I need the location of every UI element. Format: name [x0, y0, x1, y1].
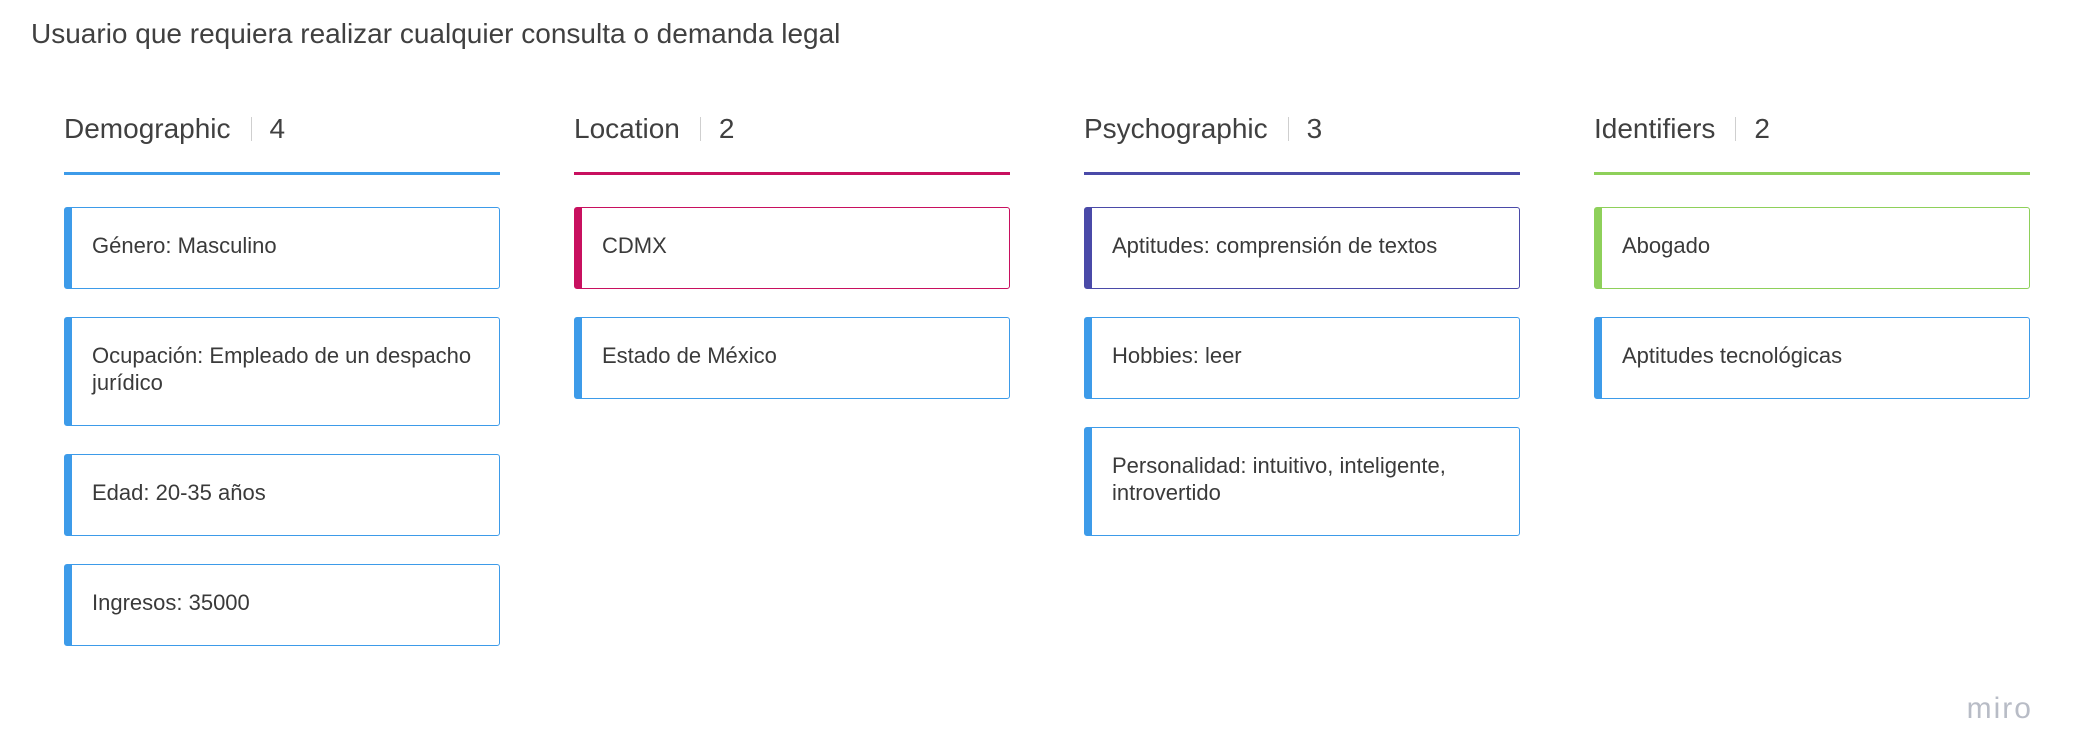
column-title: Location — [574, 113, 680, 144]
card-list: CDMX Estado de México — [574, 207, 1010, 399]
sticky-card[interactable]: Aptitudes tecnológicas — [1594, 317, 2030, 399]
sticky-card[interactable]: Edad: 20-35 años — [64, 454, 500, 536]
sticky-card[interactable]: Hobbies: leer — [1084, 317, 1520, 399]
column-header: Demographic 4 — [64, 108, 500, 150]
column-underline — [64, 172, 500, 175]
column-count: 3 — [1306, 113, 1323, 144]
column-header: Identifiers 2 — [1594, 108, 2030, 150]
column-location: Location 2 CDMX Estado de México — [574, 108, 1010, 427]
sticky-card[interactable]: CDMX — [574, 207, 1010, 289]
sticky-card[interactable]: Ingresos: 35000 — [64, 564, 500, 646]
column-title: Identifiers — [1594, 113, 1716, 144]
sticky-card[interactable]: Aptitudes: comprensión de textos — [1084, 207, 1520, 289]
column-header: Psychographic 3 — [1084, 108, 1520, 150]
miro-logo: miro — [1966, 692, 2033, 725]
column-underline — [1594, 172, 2030, 175]
column-underline — [1084, 172, 1520, 175]
sticky-card[interactable]: Estado de México — [574, 317, 1010, 399]
column-count: 2 — [718, 113, 735, 144]
sticky-card[interactable]: Personalidad: intuitivo, inteligente, in… — [1084, 427, 1520, 536]
column-header: Location 2 — [574, 108, 1010, 150]
card-list: Abogado Aptitudes tecnológicas — [1594, 207, 2030, 399]
column-count: 2 — [1754, 113, 1770, 144]
column-psychographic: Psychographic 3 Aptitudes: comprensión d… — [1084, 108, 1520, 564]
column-identifiers: Identifiers 2 Abogado Aptitudes tecnológ… — [1594, 108, 2030, 427]
header-divider — [1735, 117, 1737, 141]
column-title: Psychographic — [1084, 113, 1268, 144]
column-title: Demographic — [64, 113, 231, 144]
column-demographic: Demographic 4 Género: Masculino Ocupació… — [64, 108, 500, 674]
card-list: Aptitudes: comprensión de textos Hobbies… — [1084, 207, 1520, 536]
sticky-card[interactable]: Ocupación: Empleado de un despacho juríd… — [64, 317, 500, 426]
column-underline — [574, 172, 1010, 175]
sticky-card[interactable]: Género: Masculino — [64, 207, 500, 289]
header-divider — [1287, 117, 1289, 141]
board-title: Usuario que requiera realizar cualquier … — [31, 18, 841, 49]
header-divider — [250, 117, 252, 141]
card-list: Género: Masculino Ocupación: Empleado de… — [64, 207, 500, 646]
header-divider — [699, 117, 701, 141]
sticky-card[interactable]: Abogado — [1594, 207, 2030, 289]
column-count: 4 — [269, 113, 286, 144]
